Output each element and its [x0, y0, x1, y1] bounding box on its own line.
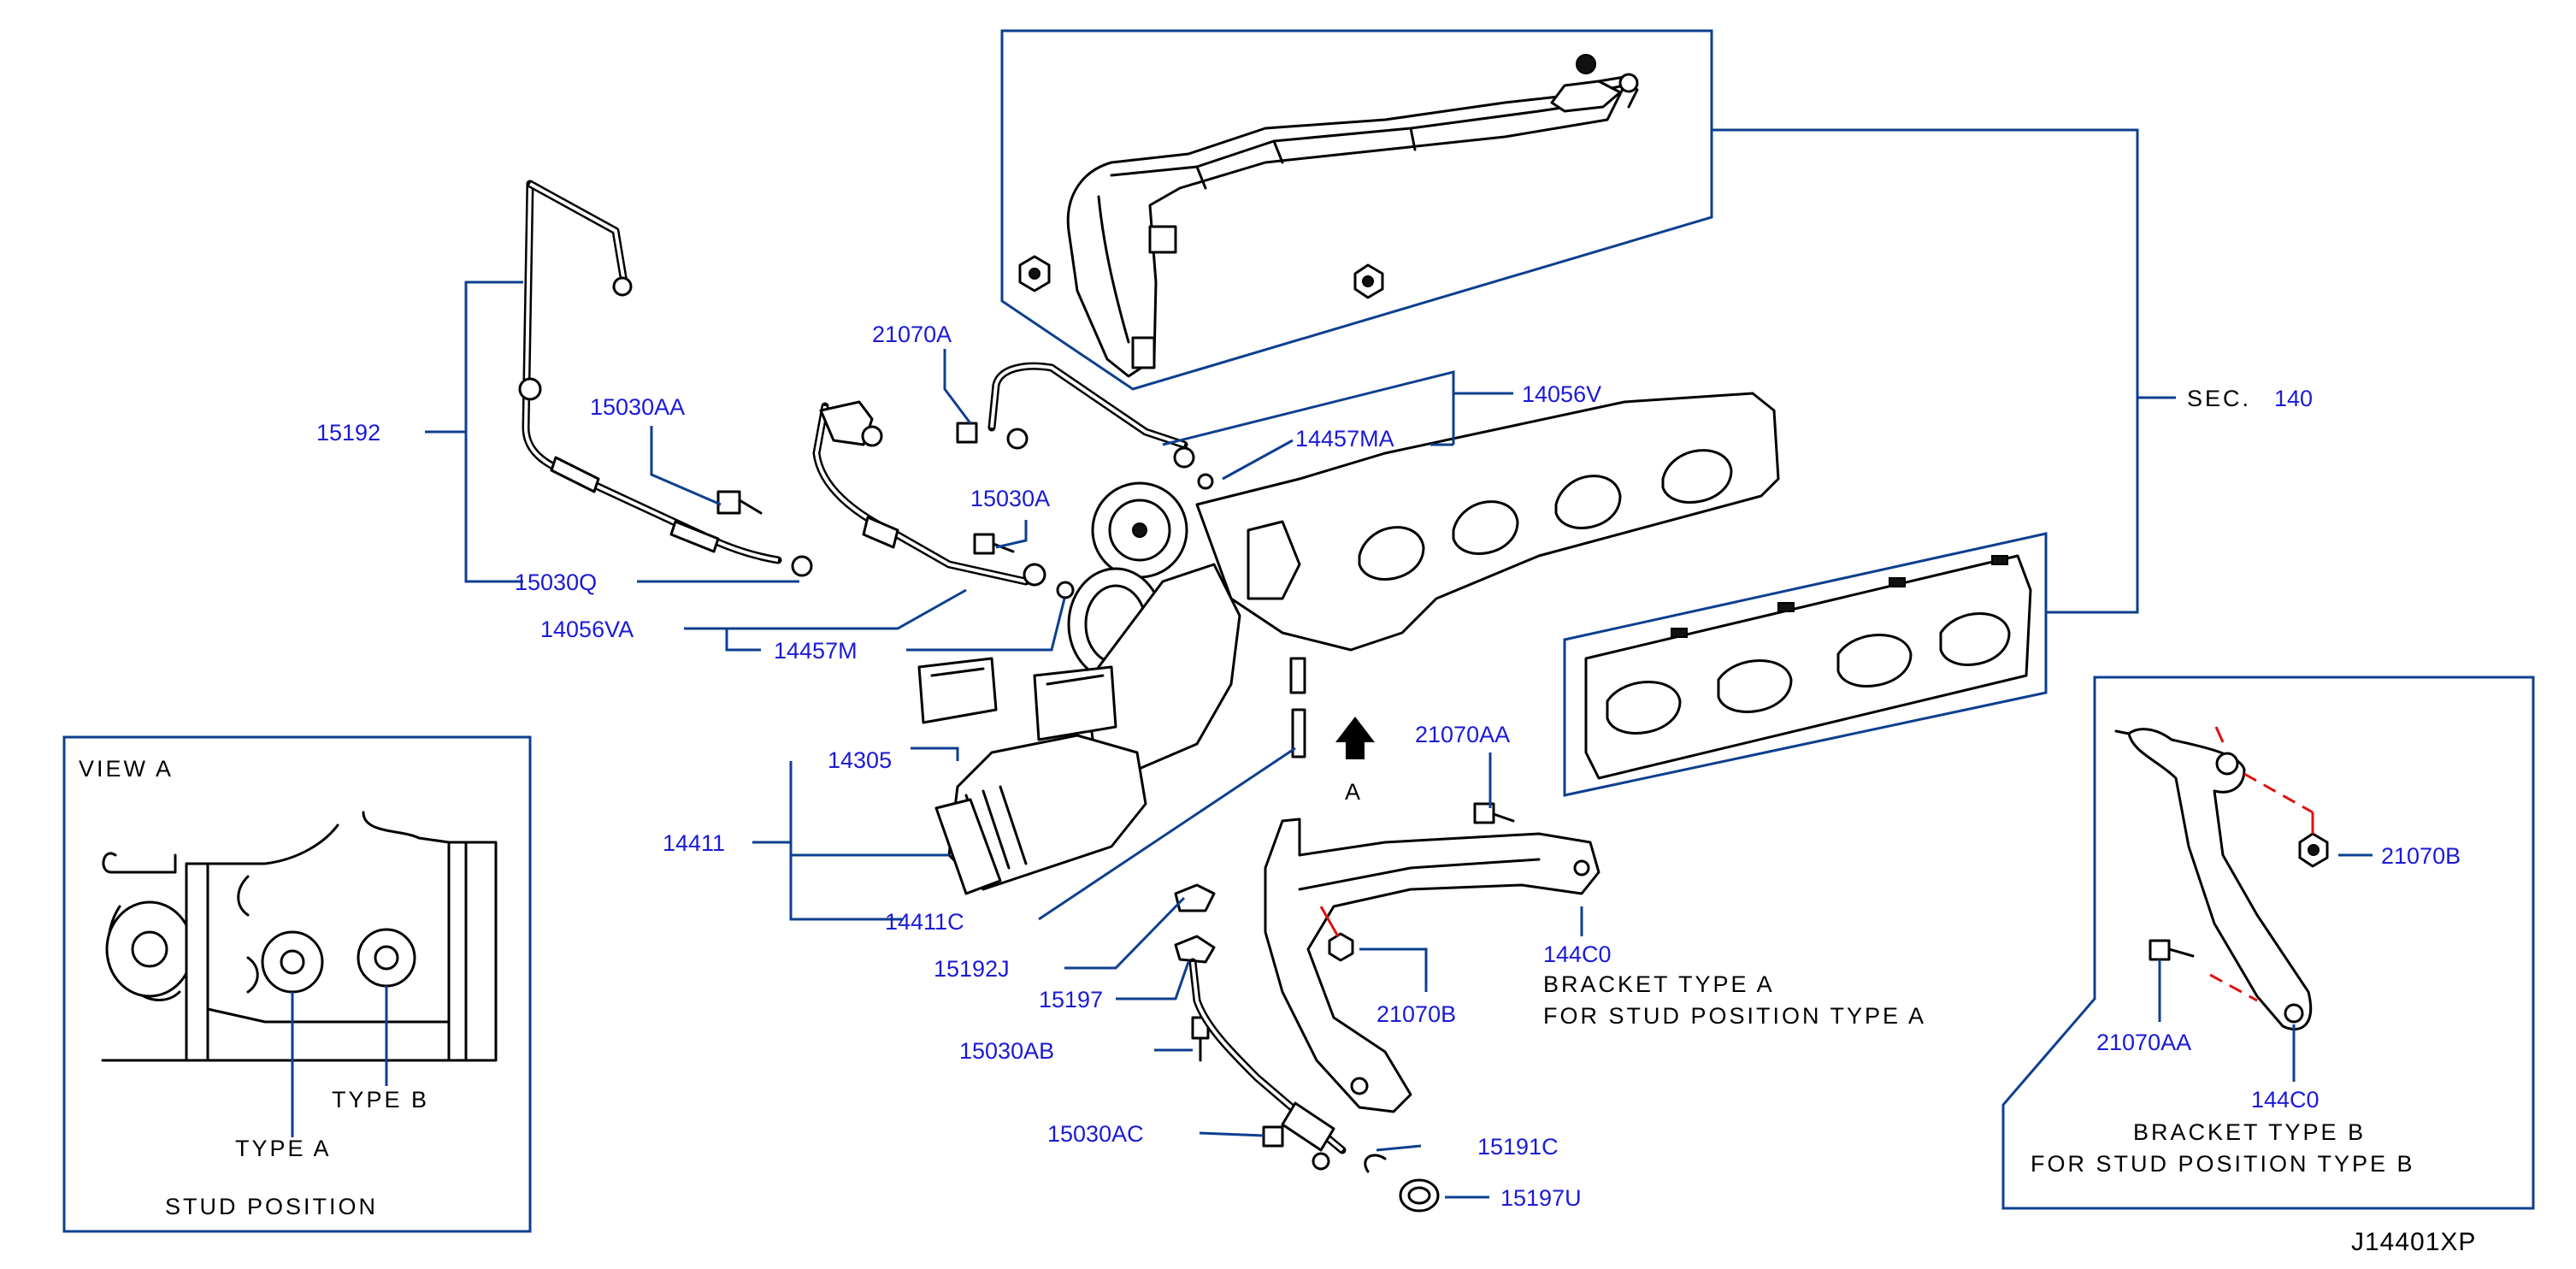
sec-number-link[interactable]: 140 [2274, 386, 2313, 411]
oil-pipe-15192 [518, 180, 813, 577]
oil-pipe-14056VA [812, 400, 1075, 599]
bracket-a-line2: FOR STUD POSITION TYPE A [1543, 1003, 1926, 1029]
sec-label: SEC. [2187, 386, 2251, 411]
part-label-15030AA[interactable]: 15030AA [590, 394, 685, 420]
diagram-code: J14401XP [2351, 1228, 2476, 1256]
gasket-group [1563, 532, 2048, 797]
view-a-type-b: TYPE B [332, 1087, 429, 1113]
part-label-15030AC[interactable]: 15030AC [1047, 1121, 1144, 1147]
part-label-14457MA[interactable]: 14457MA [1295, 426, 1394, 452]
part-label-15191C[interactable]: 15191C [1477, 1134, 1559, 1160]
view-a-type-a: TYPE A [235, 1136, 332, 1161]
part-label-14411C[interactable]: 14411C [885, 909, 964, 935]
part-label-21070A[interactable]: 21070A [872, 322, 952, 347]
part-label-14411[interactable]: 14411 [663, 830, 725, 856]
part-label-15197U[interactable]: 15197U [1500, 1185, 1582, 1211]
heat-shield-callout-box [1000, 29, 1713, 391]
part-label-21070B[interactable]: 21070B [1376, 1001, 1456, 1027]
gasket-callout-box [1563, 532, 2048, 797]
part-label-14056V[interactable]: 14056V [1522, 381, 1601, 407]
part-label-14056VA[interactable]: 14056VA [540, 617, 634, 642]
oil-pipe-14056V [987, 362, 1214, 490]
manifold-turbo-group [917, 392, 1780, 895]
view-a-title: VIEW A [79, 756, 174, 782]
heat-shield-group [1000, 29, 1713, 391]
part-label-15030A[interactable]: 15030A [970, 486, 1050, 511]
part-label-14305[interactable]: 14305 [828, 747, 892, 773]
bracket-b-line1: BRACKET TYPE B [2133, 1119, 2366, 1145]
part-label-15192J[interactable]: 15192J [934, 956, 1010, 982]
view-a-caption: STUD POSITION [165, 1194, 378, 1219]
bracket-b-line2: FOR STUD POSITION TYPE B [2031, 1151, 2415, 1177]
oil-return-pipe [1174, 883, 1440, 1213]
leader-lines [425, 280, 1583, 1199]
part-label-14457M[interactable]: 14457M [774, 638, 858, 664]
part-label-15030AB[interactable]: 15030AB [959, 1038, 1054, 1064]
part-label-21070B-type-b[interactable]: 21070B [2381, 843, 2461, 869]
bolts [716, 422, 1515, 1148]
part-label-15192[interactable]: 15192 [316, 420, 380, 446]
bracket-b-part-label[interactable]: 144C0 [2251, 1087, 2320, 1113]
part-label-21070AA[interactable]: 21070AA [1415, 722, 1510, 747]
part-label-21070AA-type-b[interactable]: 21070AA [2096, 1030, 2191, 1055]
arrow-a-label: A [1345, 779, 1363, 805]
bracket-type-a [1264, 817, 1600, 1113]
view-a-box [62, 735, 532, 1233]
part-label-15030Q[interactable]: 15030Q [515, 570, 597, 595]
part-label-15197[interactable]: 15197 [1039, 987, 1103, 1012]
bracket-a-line1: BRACKET TYPE A [1543, 971, 1775, 997]
sec-leader [1712, 128, 2139, 614]
bracket-type-b-box [2001, 676, 2535, 1210]
bracket-a-part-label[interactable]: 144C0 [1543, 941, 1612, 967]
view-a-arrow [1335, 717, 1375, 759]
